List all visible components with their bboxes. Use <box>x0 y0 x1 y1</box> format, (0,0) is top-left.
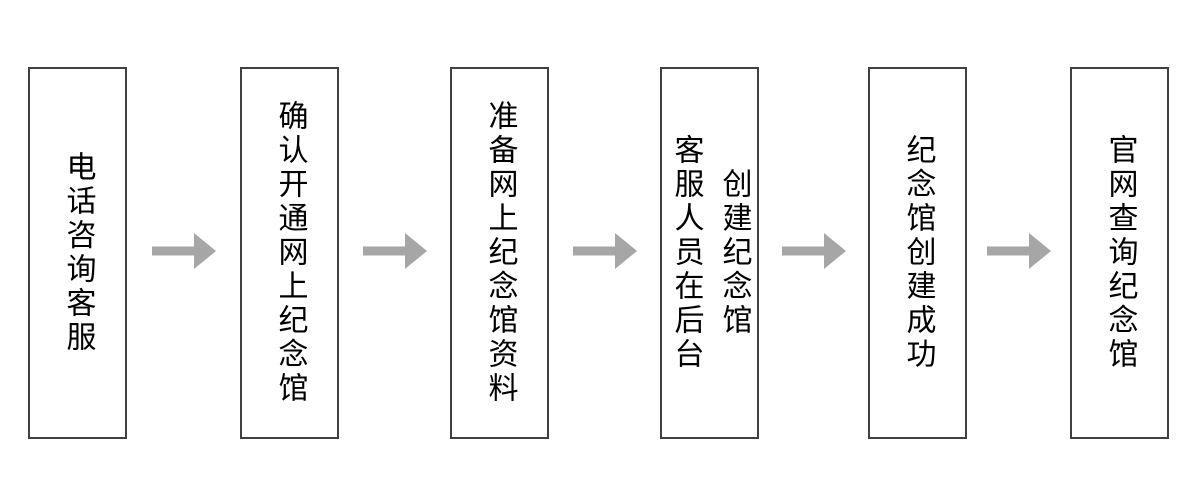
flow-step-5-label: 纪念馆创建成功 <box>900 134 936 372</box>
right-block-arrow-icon <box>363 231 427 271</box>
flow-step-1-box: 电话咨询客服 <box>28 67 127 439</box>
flow-step-2-box: 确认开通网上纪念馆 <box>240 67 339 439</box>
right-block-arrow-icon <box>152 231 216 271</box>
flow-step-3-box: 准备网上纪念馆资料 <box>450 67 549 439</box>
right-block-arrow-icon <box>573 231 637 271</box>
flow-step-2-label: 确认开通网上纪念馆 <box>272 100 308 406</box>
flow-step-6-label: 官网查询纪念馆 <box>1102 134 1138 372</box>
flow-step-3-label: 准备网上纪念馆资料 <box>482 100 518 406</box>
flow-step-1-label: 电话咨询客服 <box>60 151 96 355</box>
flow-step-4-label: 客服人员在后台 创建纪念馆 <box>668 134 752 372</box>
flow-step-4-box: 客服人员在后台 创建纪念馆 <box>660 67 759 439</box>
flow-step-5-box: 纪念馆创建成功 <box>868 67 967 439</box>
right-block-arrow-icon <box>987 231 1051 271</box>
right-block-arrow-icon <box>782 231 846 271</box>
flow-step-6-box: 官网查询纪念馆 <box>1070 67 1169 439</box>
